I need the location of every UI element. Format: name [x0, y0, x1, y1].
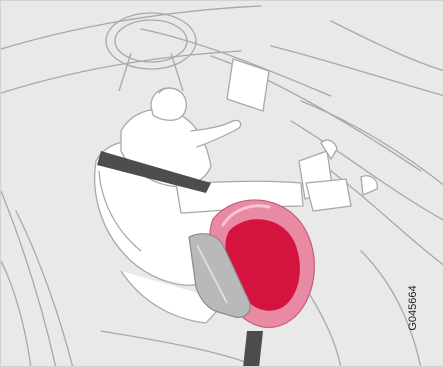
figure-code: G045664 [406, 283, 420, 333]
